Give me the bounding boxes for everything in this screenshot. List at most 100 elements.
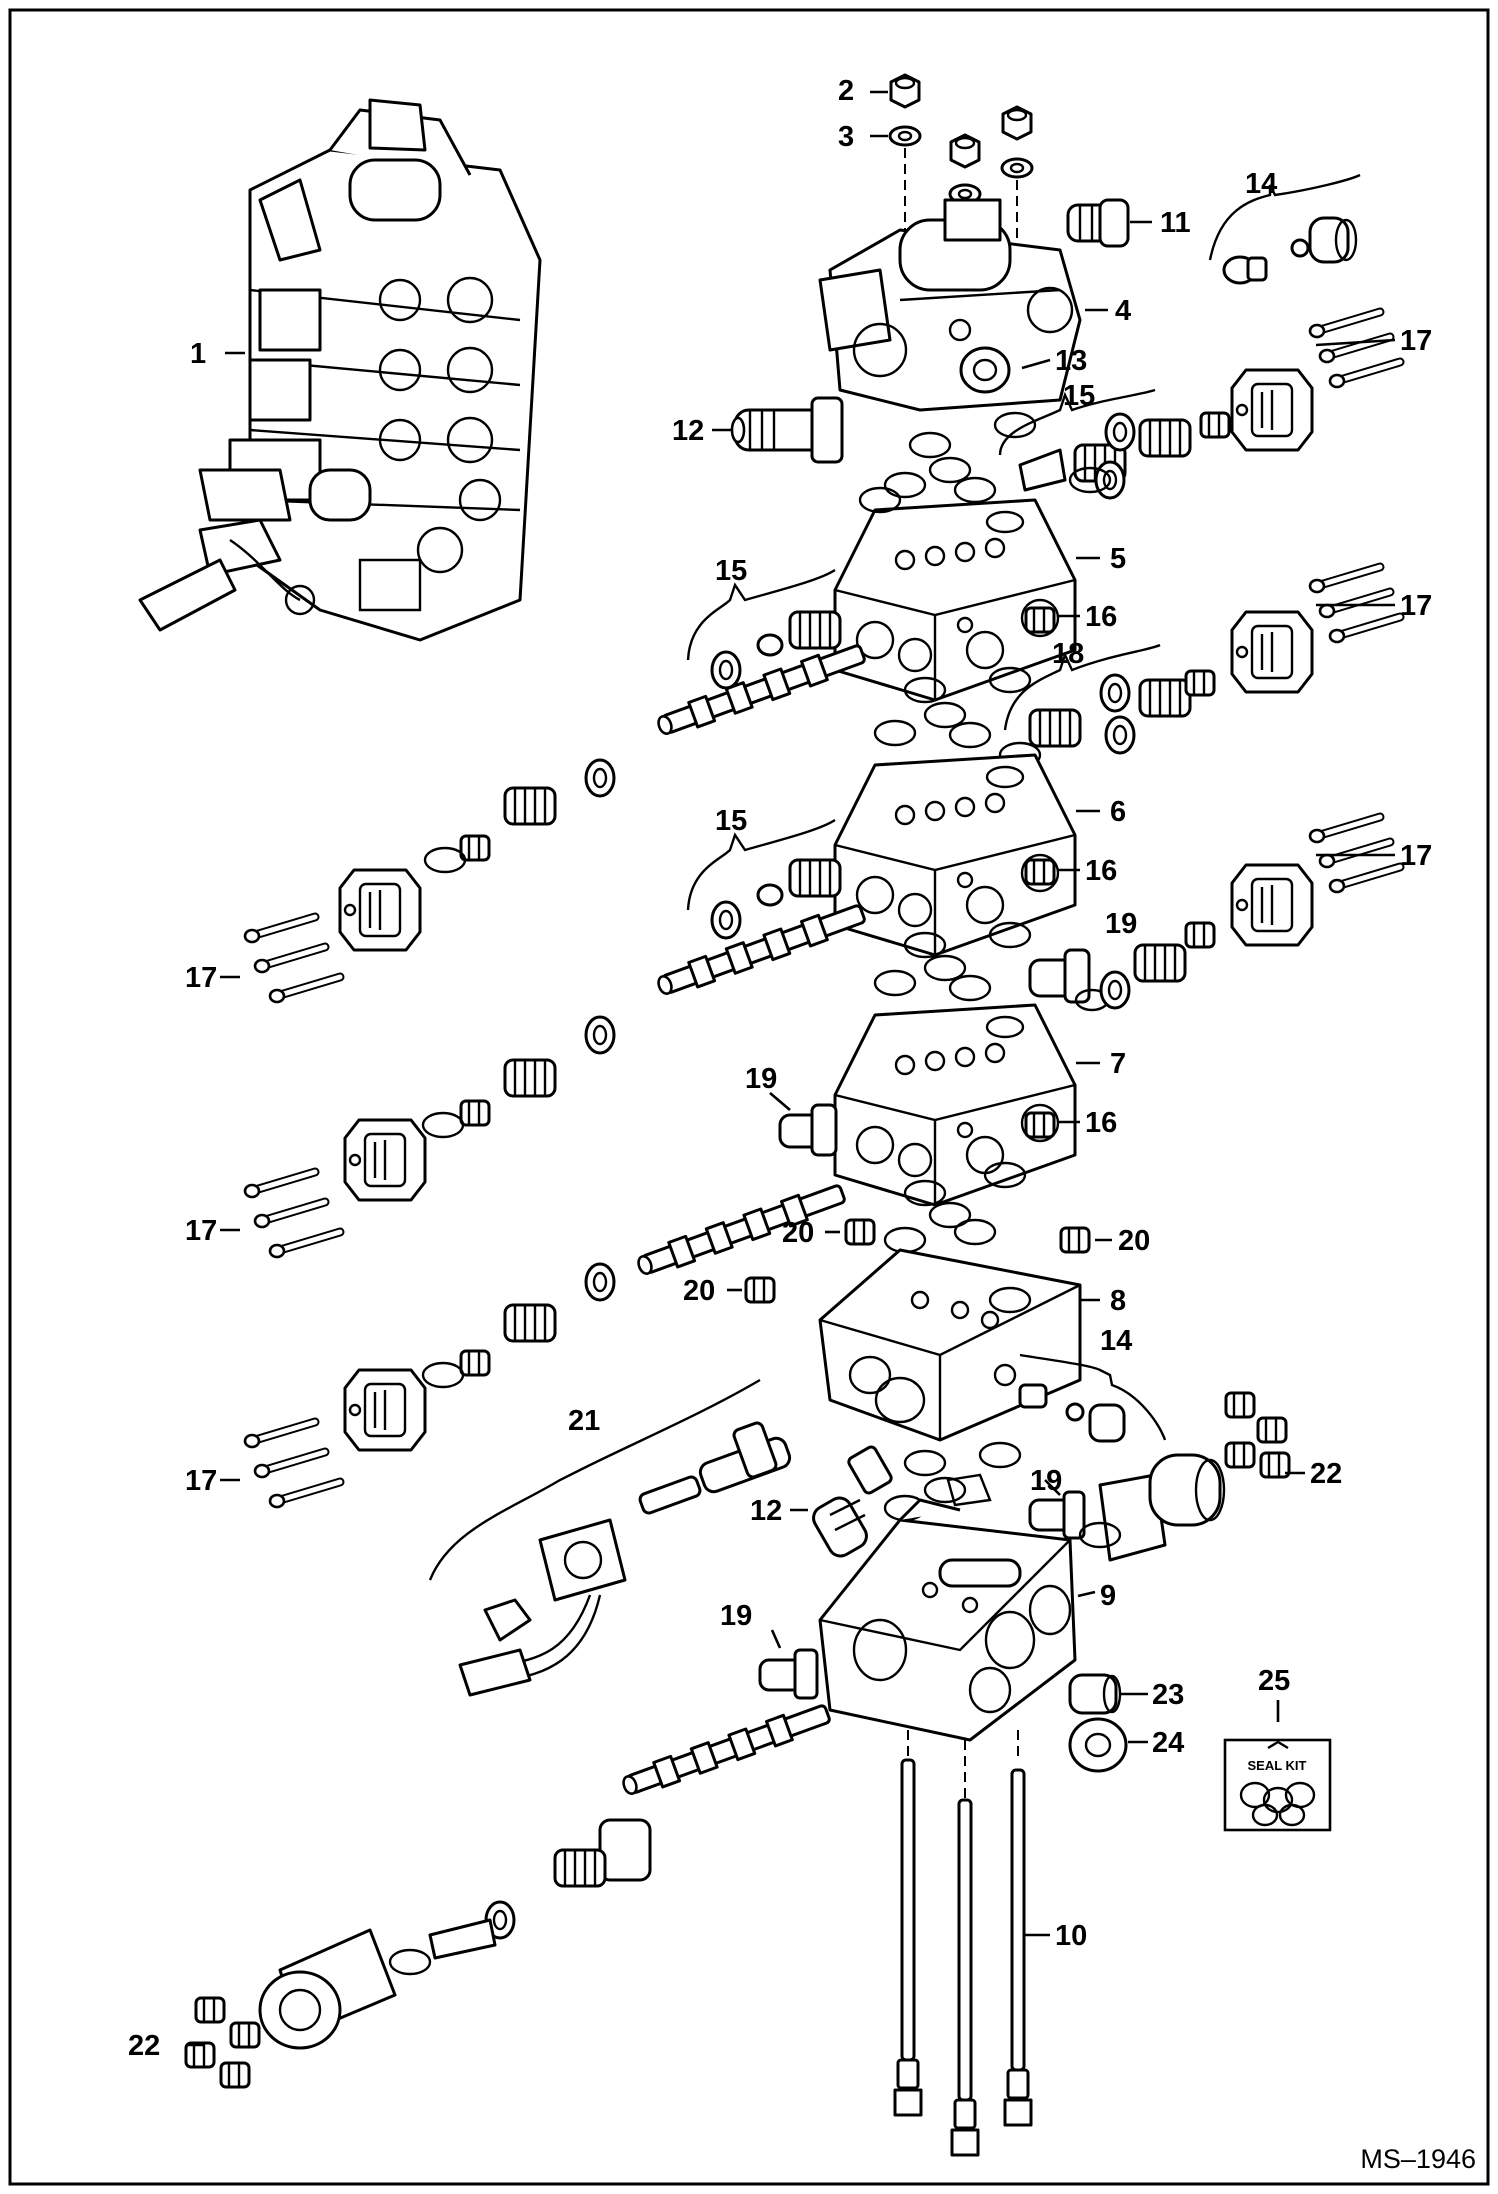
- callout-2: 2: [838, 75, 854, 107]
- hex-nut-b: [1001, 105, 1033, 141]
- callout-14-top: 14: [1245, 168, 1277, 200]
- plug-20-a: [844, 1218, 876, 1246]
- callout-19-c: 19: [1030, 1465, 1062, 1497]
- callout-17-d: 17: [185, 962, 217, 994]
- callout-20-c: 20: [683, 1275, 715, 1307]
- tie-rods-10: [893, 1758, 1033, 2157]
- plug-16-c: [1024, 1111, 1056, 1139]
- callout-23: 23: [1152, 1679, 1184, 1711]
- work-section-6: [833, 753, 1077, 957]
- callout-17-c: 17: [1400, 840, 1432, 872]
- callout-10: 10: [1055, 1920, 1087, 1952]
- callout-20-b: 20: [1118, 1225, 1150, 1257]
- callout-17-a: 17: [1400, 325, 1432, 357]
- callout-8: 8: [1110, 1285, 1126, 1317]
- relief-cartridge-11: [1066, 198, 1130, 248]
- spool-parts-15-left: [653, 610, 869, 741]
- callout-4: 4: [1115, 295, 1131, 327]
- spool-parts-18: [1028, 669, 1216, 755]
- left-spring-stack-c: [421, 1262, 616, 1389]
- relief-valve-12-top: [730, 396, 844, 464]
- figure-reference-code: MS–1946: [1360, 2144, 1476, 2174]
- callout-13: 13: [1055, 345, 1087, 377]
- plug-16-a: [1024, 606, 1056, 634]
- plug-assembly-14-top: [1222, 216, 1358, 285]
- plug-24: [1068, 1717, 1128, 1773]
- leader-lines: [186, 90, 1396, 2047]
- washer-3: [888, 125, 922, 147]
- hex-nut-a: [949, 133, 981, 169]
- mid-inlet-section-8: [818, 1248, 1082, 1442]
- assembled-valve: [138, 98, 542, 642]
- callout-7: 7: [1110, 1048, 1126, 1080]
- diagram-border: [8, 8, 1490, 2186]
- check-plug-13: [959, 346, 1011, 394]
- spool-9: [618, 1699, 834, 1801]
- callout-25: 25: [1258, 1665, 1290, 1697]
- end-cover-22-right: [1098, 1453, 1226, 1562]
- callout-14-lower: 14: [1100, 1325, 1132, 1357]
- end-cover-22-left: [258, 1928, 397, 2050]
- check-valve-19-upper: [1028, 948, 1110, 1012]
- callout-22-right: 22: [1310, 1458, 1342, 1490]
- seal-kit-25: SEAL KIT: [1223, 1738, 1332, 1832]
- callout-15-left: 15: [715, 555, 747, 587]
- spool-7: [633, 1179, 849, 1281]
- callout-3: 3: [838, 121, 854, 153]
- callout-22-left: 22: [128, 2030, 160, 2062]
- callout-16-a: 16: [1085, 601, 1117, 633]
- screws-22-left: [184, 1996, 261, 2089]
- work-section-5: [833, 498, 1077, 702]
- callout-12-lower: 12: [750, 1495, 782, 1527]
- callout-1: 1: [190, 338, 206, 370]
- spool-parts-15-top: [1018, 411, 1231, 500]
- callout-20-a: 20: [782, 1217, 814, 1249]
- callout-15-top: 15: [1063, 380, 1095, 412]
- callout-labels: 1 2 3 4 5 6 7 8 9 10 11 12 12 13 14 14 1…: [128, 75, 1432, 2062]
- callout-12-top: 12: [672, 415, 704, 447]
- left-spring-stack-a: [423, 758, 616, 874]
- callout-11: 11: [1160, 207, 1191, 239]
- spool-parts-15-mid: [653, 858, 869, 1001]
- work-section-7: [833, 1003, 1077, 1207]
- callout-19-d: 19: [720, 1600, 752, 1632]
- callout-16-c: 16: [1085, 1107, 1117, 1139]
- seal-kit-label: SEAL KIT: [1248, 1758, 1307, 1773]
- plug-20-c: [744, 1276, 776, 1304]
- callout-24: 24: [1152, 1727, 1184, 1759]
- end-cap-17-right-c: [1230, 863, 1314, 947]
- plug-23: [1068, 1673, 1122, 1715]
- plug-assembly-14-lower: [1018, 1383, 1126, 1443]
- check-valve-19-bottom: [758, 1648, 819, 1700]
- solenoid-21: [458, 1421, 792, 1697]
- callout-15-mid: 15: [715, 805, 747, 837]
- end-cap-17-top: [1230, 368, 1314, 452]
- bottom-spring-stack: [388, 1818, 652, 1976]
- callout-18: 18: [1052, 638, 1084, 670]
- hex-nut-2: [889, 73, 921, 109]
- end-cap-17-left-b: [343, 1118, 427, 1202]
- relief-valve-12-lower: [812, 1445, 893, 1558]
- callout-17-e: 17: [185, 1215, 217, 1247]
- callout-19-b: 19: [745, 1063, 777, 1095]
- inlet-section-4: [818, 198, 1082, 412]
- callout-9: 9: [1100, 1580, 1116, 1612]
- plug-16-b: [1024, 858, 1056, 886]
- callout-5: 5: [1110, 543, 1126, 575]
- callout-6: 6: [1110, 796, 1126, 828]
- callout-17-b: 17: [1400, 590, 1432, 622]
- callout-17-f: 17: [185, 1465, 217, 1497]
- end-cap-17-left-a: [338, 868, 422, 952]
- callout-19-a: 19: [1105, 908, 1137, 940]
- callout-16-b: 16: [1085, 855, 1117, 887]
- check-valve-19-lower: [1028, 1490, 1086, 1540]
- end-cap-17-mid: [1230, 610, 1314, 694]
- left-spring-stack-b: [421, 1015, 616, 1139]
- callout-21: 21: [568, 1405, 600, 1437]
- end-cap-17-left-c: [343, 1368, 427, 1452]
- washer-b: [1000, 157, 1034, 179]
- outlet-section-9: [818, 1498, 1077, 1742]
- screws-22-right: [1224, 1391, 1291, 1479]
- plug-20-b: [1059, 1226, 1091, 1254]
